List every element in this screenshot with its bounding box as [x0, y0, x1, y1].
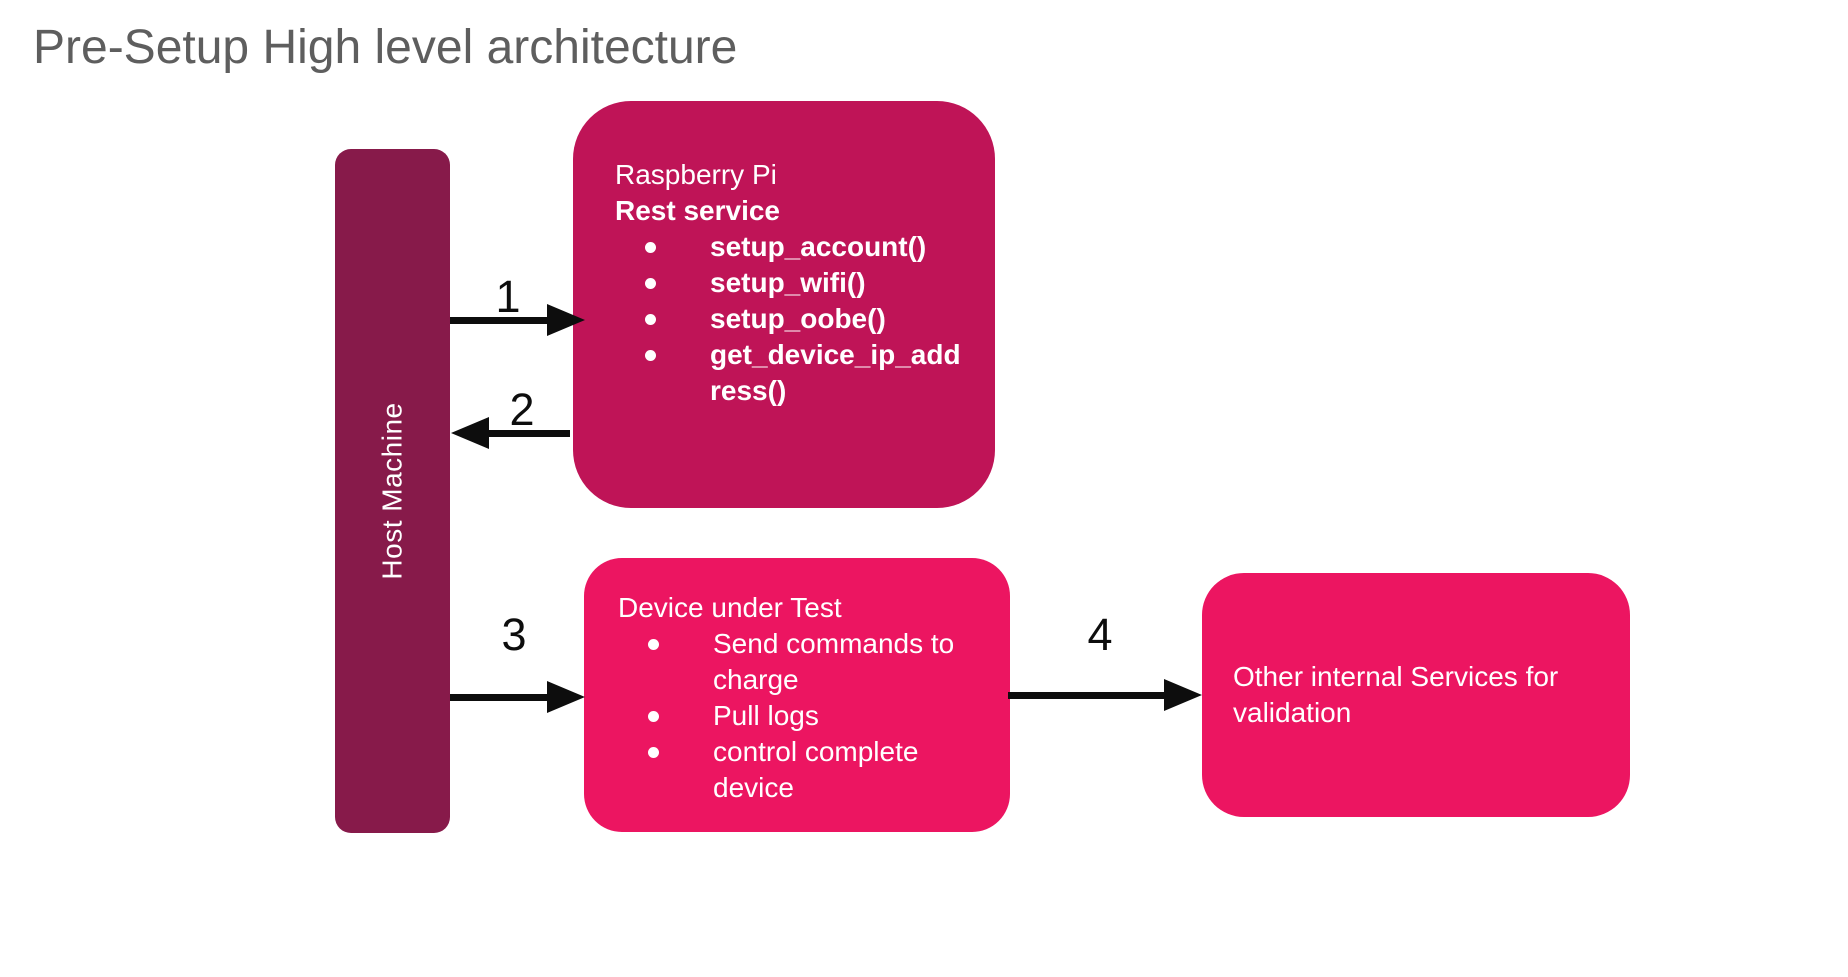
list-item: setup_oobe() — [615, 301, 969, 337]
device-under-test-title: Device under Test — [618, 592, 842, 623]
bullet-icon — [645, 242, 656, 253]
list-item: Send commands to charge — [618, 626, 984, 698]
arrow-4-head-right-icon — [1164, 679, 1202, 711]
bullet-text: get_device_ip_address() — [710, 339, 961, 406]
bullet-icon — [648, 639, 659, 650]
list-item: control complete device — [618, 734, 984, 806]
list-item: setup_account() — [615, 229, 969, 265]
node-device-under-test: Device under Test Send commands to charg… — [584, 558, 1010, 832]
bullet-icon — [645, 278, 656, 289]
node-host-machine: Host Machine — [335, 149, 450, 833]
node-raspberry-pi: Raspberry Pi Rest service setup_account(… — [573, 101, 995, 508]
list-item: setup_wifi() — [615, 265, 969, 301]
arrow-1-label: 1 — [495, 271, 521, 322]
arrow-2-label: 2 — [509, 384, 535, 435]
bullet-text: Pull logs — [713, 700, 819, 731]
arrow-4-label: 4 — [1087, 609, 1113, 660]
bullet-text: control complete device — [713, 736, 919, 803]
arrow-2-shaft — [486, 430, 570, 437]
bullet-text: setup_oobe() — [710, 303, 886, 334]
bullet-icon — [645, 350, 656, 361]
raspberry-pi-title: Raspberry Pi — [615, 159, 777, 190]
bullet-icon — [645, 314, 656, 325]
arrow-3-label: 3 — [501, 609, 527, 660]
bullet-icon — [648, 711, 659, 722]
bullet-text: setup_account() — [710, 231, 927, 262]
raspberry-pi-subtitle: Rest service — [615, 195, 781, 226]
bullet-text: Send commands to charge — [713, 628, 955, 695]
arrow-2-head-left-icon — [451, 417, 489, 449]
bullet-text: setup_wifi() — [710, 267, 866, 298]
list-item: Pull logs — [618, 698, 984, 734]
arrow-1-shaft — [450, 317, 550, 324]
arrow-3-shaft — [450, 694, 550, 701]
other-internal-services-label: Other internal Services for validation — [1233, 661, 1559, 728]
list-item: get_device_ip_address() — [615, 337, 969, 409]
bullet-icon — [648, 747, 659, 758]
arrow-3-head-right-icon — [547, 681, 585, 713]
node-other-internal-services: Other internal Services for validation — [1202, 573, 1630, 817]
arrow-1-head-right-icon — [547, 304, 585, 336]
arrow-4-shaft — [1008, 692, 1166, 699]
page-title: Pre-Setup High level architecture — [33, 21, 738, 74]
host-machine-label: Host Machine — [376, 402, 408, 580]
